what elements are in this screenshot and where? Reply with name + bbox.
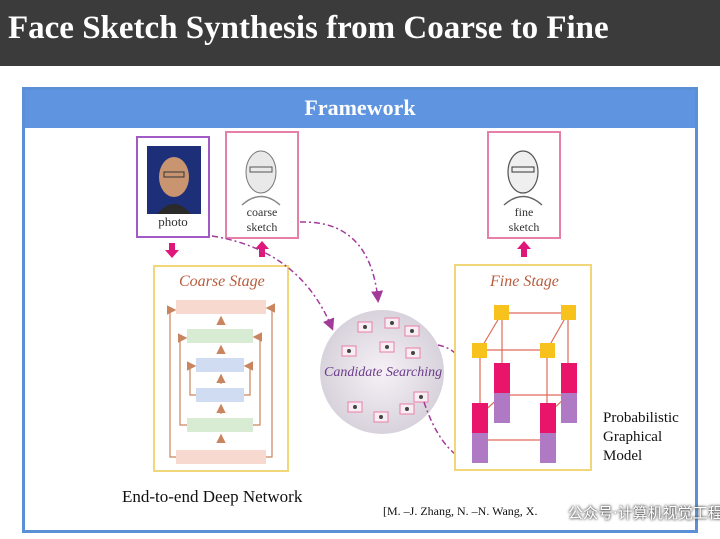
coarse-sketch-label-1: coarse [246, 205, 278, 219]
slide-title: Face Sketch Synthesis from Coarse to Fin… [8, 10, 609, 46]
candidate-circle [320, 310, 444, 434]
fine-sketch-card [487, 131, 561, 239]
magenta-arrows [165, 241, 531, 258]
fine-sketch-label-2: sketch [508, 220, 540, 234]
fine-stage-box [454, 264, 592, 471]
pgm-caption-3: Model [603, 448, 643, 464]
pgm-caption-1: Probabilistic [603, 410, 679, 426]
framework-header: Framework [25, 90, 695, 128]
title-bar: Face Sketch Synthesis from Coarse to Fin… [0, 0, 720, 66]
framework-title: Framework [304, 95, 416, 120]
fine-stage-title: Fine Stage [490, 273, 559, 290]
photo-card [136, 136, 210, 238]
coarse-sketch-label-2: sketch [246, 220, 278, 234]
fine-sketch-label-1: fine [514, 205, 534, 219]
photo-label: photo [158, 214, 188, 229]
watermark: 公众号·计算机视觉工程 [568, 504, 720, 522]
coarse-sketch-card [225, 131, 299, 239]
coarse-stage-title: Coarse Stage [179, 273, 265, 290]
coarse-stage-box [153, 265, 289, 472]
deep-network-caption: End-to-end Deep Network [122, 487, 303, 506]
pgm-caption-2: Graphical [603, 429, 663, 445]
citation: [M. –J. Zhang, N. –N. Wang, X. [383, 504, 538, 518]
candidate-searching-label: Candidate Searching [324, 365, 443, 380]
